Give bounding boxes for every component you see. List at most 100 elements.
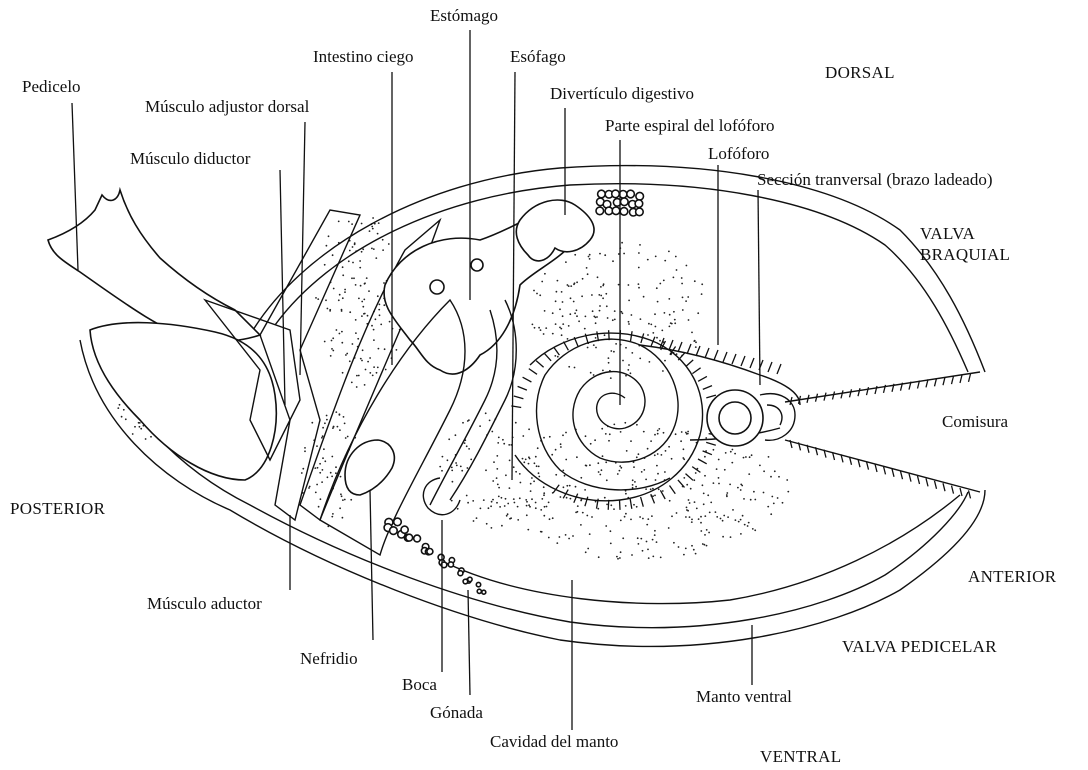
stipple-dot xyxy=(555,449,557,451)
stipple-dot xyxy=(565,261,567,263)
stipple-dot xyxy=(535,507,537,509)
gonad-bead xyxy=(406,534,413,541)
stipple-dot xyxy=(628,321,630,323)
stipple-dot xyxy=(595,337,597,339)
stipple-dot xyxy=(342,372,344,374)
stipple-dot xyxy=(451,500,453,502)
stipple-dot xyxy=(507,513,509,515)
stipple-dot xyxy=(559,308,561,310)
label-esofago: Esófago xyxy=(510,48,566,66)
stipple-dot xyxy=(587,347,589,349)
stipple-dot xyxy=(702,484,704,486)
stipple-dot xyxy=(499,506,501,508)
stipple-dot xyxy=(640,538,642,540)
fringe-hatch xyxy=(698,376,707,381)
stipple-dot xyxy=(566,485,568,487)
stipple-dot xyxy=(561,291,563,293)
stipple-dot xyxy=(585,551,587,553)
stipple-dot xyxy=(650,440,652,442)
stipple-dot xyxy=(363,299,365,301)
stipple-dot xyxy=(686,433,688,435)
tentacle-mark xyxy=(841,390,843,398)
stipple-dot xyxy=(613,351,615,353)
stipple-dot xyxy=(713,482,715,484)
stipple-dot xyxy=(378,222,380,224)
stipple-dot xyxy=(569,313,571,315)
stipple-dot xyxy=(686,265,688,267)
stipple-dot xyxy=(600,295,602,297)
stipple-dot xyxy=(498,487,500,489)
stipple-dot xyxy=(371,325,373,327)
stipple-dot xyxy=(704,534,706,536)
stipple-dot xyxy=(324,264,326,266)
stipple-dot xyxy=(694,280,696,282)
stipple-dot xyxy=(491,431,493,433)
tentacle-mark xyxy=(960,488,962,496)
stipple-dot xyxy=(349,250,351,252)
stipple-dot xyxy=(689,502,691,504)
label-intestino-ciego: Intestino ciego xyxy=(313,48,414,66)
stipple-dot xyxy=(577,505,579,507)
stipple-dot xyxy=(318,506,320,508)
stipple-dot xyxy=(651,515,653,517)
stipple-dot xyxy=(735,519,737,521)
stipple-dot xyxy=(342,297,344,299)
stipple-dot xyxy=(350,499,352,501)
stipple-dot xyxy=(732,449,734,451)
stipple-dot xyxy=(619,470,621,472)
stipple-dot xyxy=(687,296,689,298)
stipple-dot xyxy=(605,461,607,463)
stipple-dot xyxy=(476,517,478,519)
stipple-dot xyxy=(355,284,357,286)
region-dorsal: DORSAL xyxy=(825,64,895,82)
label-nefridio: Nefridio xyxy=(300,650,358,668)
stipple-dot xyxy=(632,484,634,486)
stipple-dot xyxy=(528,463,530,465)
stipple-dot xyxy=(617,473,619,475)
stipple-dot xyxy=(361,360,363,362)
stipple-dot xyxy=(599,253,601,255)
stipple-dot xyxy=(326,419,328,421)
stipple-dot xyxy=(609,433,611,435)
stipple-dot xyxy=(654,534,656,536)
stipple-dot xyxy=(568,325,570,327)
stipple-dot xyxy=(342,517,344,519)
stipple-dot xyxy=(549,518,551,520)
stipple-dot xyxy=(580,477,582,479)
stipple-dot xyxy=(568,538,570,540)
stipple-dot xyxy=(638,267,640,269)
stipple-dot xyxy=(681,431,683,433)
stipple-dot xyxy=(656,337,658,339)
stipple-dot xyxy=(576,456,578,458)
stipple-dot xyxy=(590,443,592,445)
stipple-dot xyxy=(321,437,323,439)
label-boca: Boca xyxy=(402,676,437,694)
stipple-dot xyxy=(718,483,720,485)
stipple-dot xyxy=(326,245,328,247)
diverticulum-bead xyxy=(612,207,620,215)
stipple-dot xyxy=(617,558,619,560)
stipple-dot xyxy=(664,471,666,473)
stipple-dot xyxy=(535,502,537,504)
stipple-dot xyxy=(632,487,634,489)
stipple-dot xyxy=(671,458,673,460)
stipple-dot xyxy=(665,450,667,452)
stipple-dot xyxy=(726,494,728,496)
stipple-dot xyxy=(117,407,119,409)
stipple-dot xyxy=(503,443,505,445)
stipple-dot xyxy=(361,251,363,253)
stipple-dot xyxy=(691,545,693,547)
stipple-dot xyxy=(685,300,687,302)
stipple-dot xyxy=(693,479,695,481)
stipple-dot xyxy=(332,350,334,352)
stipple-dot xyxy=(369,372,371,374)
stipple-dot xyxy=(504,505,506,507)
stipple-dot xyxy=(383,304,385,306)
diverticulum-bead xyxy=(636,192,644,200)
gonad-bead xyxy=(482,590,486,594)
stipple-dot xyxy=(676,269,678,271)
stipple-dot xyxy=(768,456,770,458)
stipple-dot xyxy=(498,496,500,498)
tentacle-mark xyxy=(926,478,928,486)
tentacle-mark xyxy=(935,481,937,489)
